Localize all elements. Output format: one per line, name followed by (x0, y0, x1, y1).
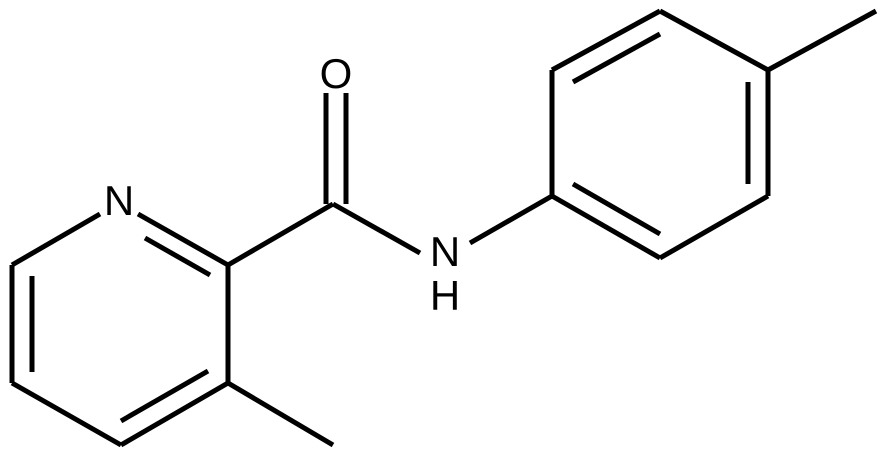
pyridine-ring (9, 211, 231, 448)
bond-c3-c4 (119, 380, 230, 448)
bond-t5-t6 (658, 193, 770, 261)
bond-t6-t1-double (571, 181, 662, 237)
bond-t6-t1 (550, 193, 662, 261)
oxygen-label: O (320, 50, 353, 97)
bond-c3-c4-double (119, 368, 210, 424)
tolyl-ring (549, 8, 771, 261)
amide-group (226, 93, 554, 268)
bond-c2-carbonyl (226, 201, 335, 268)
bond-n1-c2 (136, 211, 230, 268)
bond-n1-c2-double (143, 235, 212, 278)
bond-carbonyl-n (331, 201, 422, 256)
amide-hydrogen-label: H (430, 272, 460, 319)
pyridine-nitrogen-label: N (104, 177, 134, 224)
bond-t3-t4 (658, 8, 770, 73)
bond-c6-n1 (10, 211, 102, 268)
bond-n-aryl (468, 193, 554, 246)
amide-nitrogen-label: N (430, 228, 460, 275)
bond-t2-t3 (550, 8, 662, 73)
bond-c4-c5 (10, 380, 123, 448)
bond-methyl-pyridine (226, 380, 335, 448)
bond-t2-t3-double (571, 31, 662, 85)
bond-methyl-tolyl (766, 8, 878, 73)
